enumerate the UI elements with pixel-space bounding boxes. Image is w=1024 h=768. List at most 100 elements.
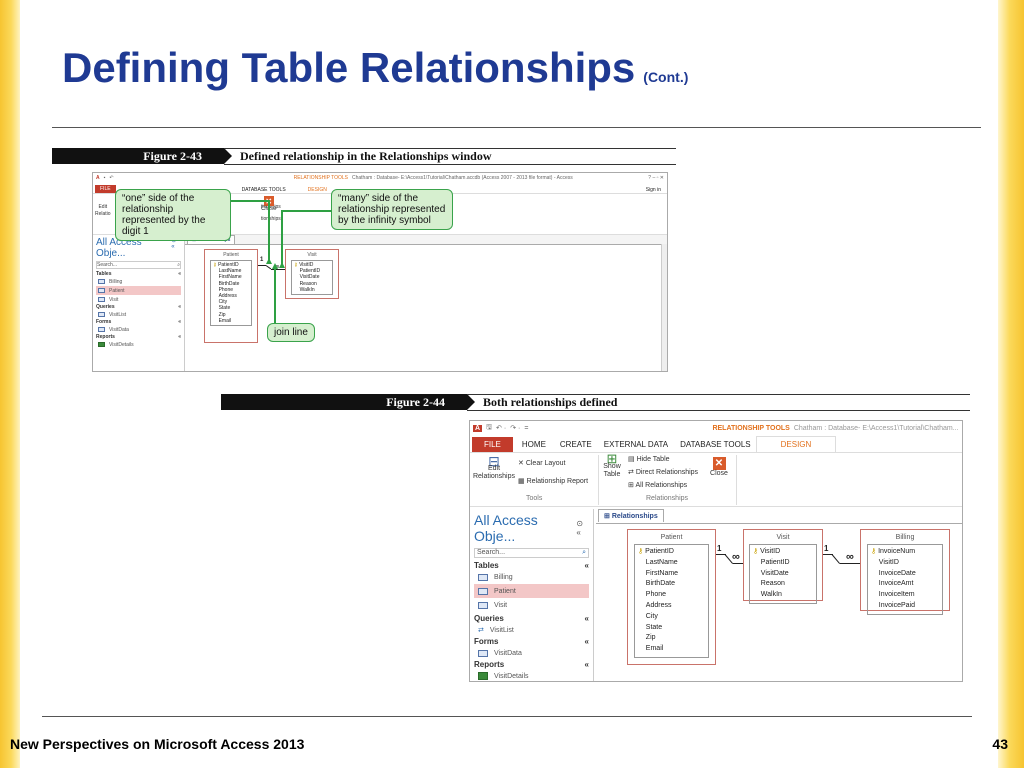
table-field[interactable]: PatientID xyxy=(294,268,330,274)
redo-icon[interactable]: ↷ · xyxy=(510,425,521,432)
table-field[interactable]: Reason xyxy=(753,579,813,590)
nav-group-queries[interactable]: Queries« xyxy=(96,304,181,310)
table-field[interactable]: Phone xyxy=(638,590,705,601)
nav-pane-title[interactable]: All Access Obje...⊙ « xyxy=(96,237,181,259)
tab-file[interactable]: FILE xyxy=(472,437,513,452)
primary-key-field[interactable]: ⚷ InvoiceNum xyxy=(871,547,939,558)
nav-group-queries[interactable]: Queries« xyxy=(474,614,589,623)
all-relationships-button[interactable]: ⊞ All Relationships xyxy=(628,481,687,489)
nav-item-visitlist[interactable]: ⇄VisitList xyxy=(474,623,589,637)
search-input[interactable]: Search...⌕ xyxy=(474,548,589,558)
visit-table[interactable]: Visit ⚷ VisitID PatientID VisitDate Reas… xyxy=(285,249,339,299)
tab-design[interactable]: DESIGN xyxy=(307,187,327,193)
nav-group-reports[interactable]: Reports« xyxy=(474,660,589,669)
table-field[interactable]: State xyxy=(213,305,249,311)
nav-group-tables[interactable]: Tables« xyxy=(474,561,589,570)
nav-item-billing[interactable]: Billing xyxy=(96,277,181,286)
tab-external-data[interactable]: EXTERNAL DATA xyxy=(603,440,669,449)
nav-item-billing[interactable]: Billing xyxy=(474,570,589,584)
undo-icon[interactable]: ↶ · xyxy=(496,425,507,432)
field-name: BirthDate xyxy=(218,280,240,287)
sign-in-link[interactable]: Sign in xyxy=(645,187,661,193)
table-field[interactable]: Address xyxy=(213,293,249,299)
tab-file[interactable]: FILE xyxy=(95,185,116,193)
primary-key-field[interactable]: ⚷ VisitID xyxy=(294,262,330,268)
table-field[interactable]: VisitDate xyxy=(753,569,813,580)
table-field[interactable]: VisitID xyxy=(871,558,939,569)
tab-database-tools[interactable]: DATABASE TOOLS xyxy=(241,187,286,193)
table-field[interactable]: WalkIn xyxy=(294,287,330,293)
table-field[interactable]: WalkIn xyxy=(753,590,813,601)
nav-item-visitdetails[interactable]: VisitDetails xyxy=(474,669,589,681)
patient-table[interactable]: Patient ⚷ PatientID LastName FirstName B… xyxy=(204,249,258,343)
table-field[interactable]: Zip xyxy=(638,633,705,644)
nav-item-visit[interactable]: Visit xyxy=(96,295,181,304)
visit-table[interactable]: Visit ⚷ VisitID PatientID VisitDate Reas… xyxy=(743,529,823,604)
nav-group-reports[interactable]: Reports« xyxy=(96,334,181,340)
table-field[interactable]: InvoicePaid xyxy=(871,601,939,612)
nav-item-visitdata[interactable]: VisitData xyxy=(96,325,181,334)
nav-group-header[interactable]: Tables« xyxy=(96,271,181,277)
vertical-scrollbar[interactable] xyxy=(661,244,667,371)
table-field[interactable]: InvoiceAmt xyxy=(871,579,939,590)
relationship-report-button[interactable]: ▦ Relationship Report xyxy=(518,477,588,485)
field-name: Reason xyxy=(299,280,317,287)
table-field[interactable]: FirstName xyxy=(213,274,249,280)
tab-design[interactable]: DESIGN xyxy=(755,436,837,452)
hide-table-button[interactable]: ▤ Hide Table xyxy=(628,455,670,463)
nav-item-visitlist[interactable]: VisitList xyxy=(96,310,181,319)
edit-relationships-button[interactable]: ⊟ Edit Relationships xyxy=(472,454,516,481)
clear-layout-button[interactable]: ✕ Clear Layout xyxy=(518,459,566,467)
table-field[interactable]: Email xyxy=(213,318,249,324)
tab-create[interactable]: CREATE xyxy=(559,440,592,449)
table-field[interactable]: BirthDate xyxy=(638,579,705,590)
undo-icon[interactable]: ↶ xyxy=(109,174,114,181)
nav-item-visitdata[interactable]: VisitData xyxy=(474,646,589,660)
table-field[interactable]: State xyxy=(638,623,705,634)
nav-group-forms[interactable]: Forms« xyxy=(474,637,589,646)
tab-home[interactable]: HOME xyxy=(521,440,546,449)
table-field[interactable]: InvoiceDate xyxy=(871,569,939,580)
window-controls[interactable]: ? – ▫ ✕ xyxy=(648,174,664,181)
show-table-button[interactable]: ⊞ Show Table xyxy=(602,452,622,479)
save-icon[interactable]: ▪ xyxy=(103,174,106,181)
primary-key-field[interactable]: ⚷ PatientID xyxy=(638,547,705,558)
chevron-down-icon[interactable]: ⊙ « xyxy=(576,519,584,537)
table-field[interactable]: InvoiceItem xyxy=(871,590,939,601)
field-name: VisitID xyxy=(299,262,314,268)
primary-key-field[interactable]: ⚷ PatientID xyxy=(213,262,249,268)
direct-relationships-button[interactable]: ⇄ Direct Relationships xyxy=(628,468,698,476)
patient-table[interactable]: Patient ⚷ PatientID LastName FirstName B… xyxy=(627,529,716,665)
nav-group-forms[interactable]: Forms« xyxy=(96,319,181,325)
table-field[interactable]: FirstName xyxy=(638,569,705,580)
table-field[interactable]: City xyxy=(638,612,705,623)
tab-database-tools[interactable]: DATABASE TOOLS xyxy=(680,440,751,449)
table-field[interactable]: City xyxy=(213,299,249,305)
billing-table[interactable]: Billing ⚷ InvoiceNum VisitID InvoiceDate… xyxy=(860,529,950,615)
nav-item-patient[interactable]: Patient xyxy=(96,286,181,295)
customize-qat-icon[interactable]: = xyxy=(524,424,529,432)
table-field[interactable]: Phone xyxy=(213,287,249,293)
close-ribbon-button[interactable]: ✕ Close xyxy=(708,457,730,477)
clear-layout-icon: ✕ xyxy=(518,460,526,467)
nav-item-patient[interactable]: Patient xyxy=(474,584,589,598)
table-field[interactable]: PatientID xyxy=(753,558,813,569)
table-field[interactable]: Zip xyxy=(213,312,249,318)
nav-item-visitdetails[interactable]: VisitDetails xyxy=(96,340,181,349)
table-field[interactable]: Reason xyxy=(294,281,330,287)
save-icon[interactable]: 🖫 xyxy=(486,423,493,431)
table-field[interactable]: LastName xyxy=(213,268,249,274)
edit-relationships-button[interactable]: Edit Relatio xyxy=(95,204,111,218)
nav-item-visit[interactable]: Visit xyxy=(474,598,589,612)
table-field[interactable]: Email xyxy=(638,644,705,655)
table-field[interactable]: BirthDate xyxy=(213,281,249,287)
chevron-down-icon[interactable]: ⊙ « xyxy=(171,238,177,250)
search-input[interactable]: Search...⌕ xyxy=(96,261,181,269)
relationships-doc-tab[interactable]: ⊞ Relationships xyxy=(598,509,664,522)
nav-pane-title[interactable]: All Access Obje...⊙ « xyxy=(474,512,589,544)
table-field[interactable]: LastName xyxy=(638,558,705,569)
primary-key-field[interactable]: ⚷ VisitID xyxy=(753,547,813,558)
table-icon xyxy=(478,573,488,581)
table-field[interactable]: VisitDate xyxy=(294,274,330,280)
table-field[interactable]: Address xyxy=(638,601,705,612)
